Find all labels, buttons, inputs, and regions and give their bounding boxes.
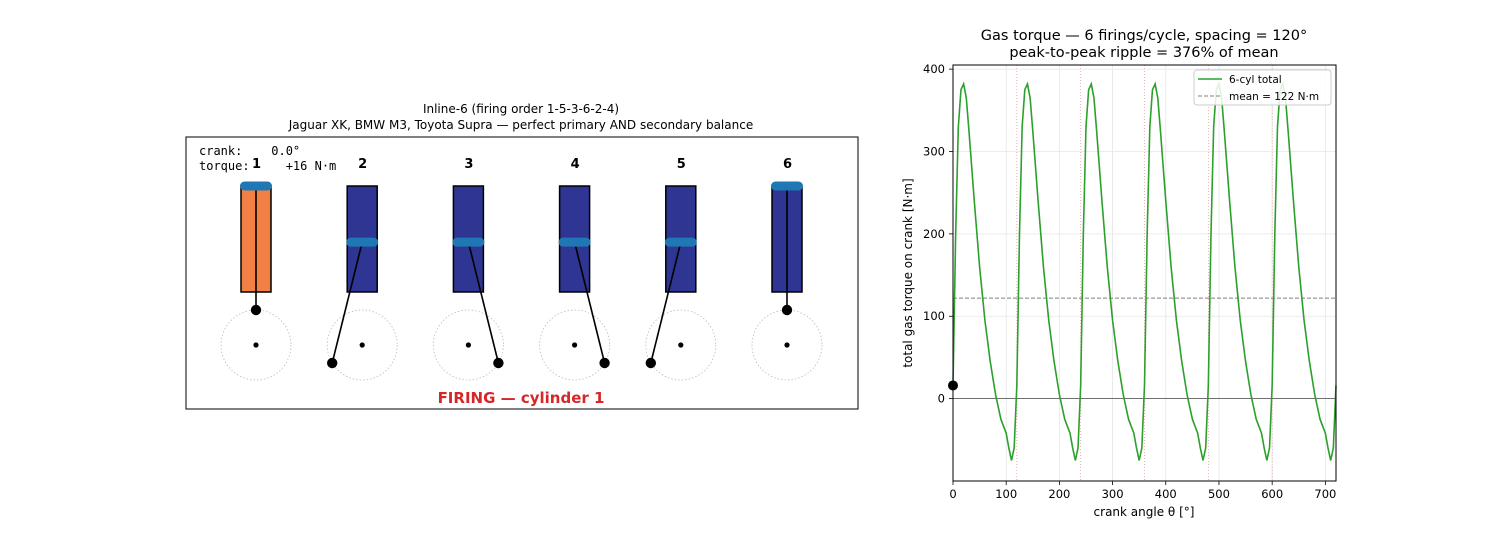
- legend-label-mean: mean = 122 N·m: [1229, 91, 1319, 103]
- crank-pin: [781, 304, 793, 316]
- x-tick-label: 700: [1314, 487, 1336, 501]
- connecting-rod: [573, 241, 606, 364]
- plot-area-frame: [952, 64, 1337, 482]
- piston: [240, 181, 272, 191]
- crank-readout: crank: 0.0°: [199, 144, 300, 158]
- x-tick-label: 400: [1155, 487, 1177, 501]
- torque-readout: torque: +16 N·m: [199, 159, 336, 173]
- crank-center: [572, 342, 578, 348]
- x-axis-ticks: 0 100 200 300 400 500 600 700: [949, 481, 1336, 501]
- piston: [558, 237, 591, 247]
- crank-center: [465, 342, 471, 348]
- crank-circle: [326, 309, 398, 381]
- engine-title-line1: Inline-6 (firing order 1-5-3-6-2-4): [423, 102, 619, 116]
- y-tick-label: 400: [923, 62, 945, 76]
- legend-box: [1193, 69, 1332, 106]
- crank-pin: [250, 304, 262, 316]
- connecting-rod: [331, 241, 363, 364]
- crank-pin: [645, 357, 656, 369]
- chart-title: Gas torque — 6 firings/cycle, spacing = …: [981, 28, 1307, 44]
- firing-status-text: FIRING — cylinder 1: [438, 389, 605, 407]
- cylinder-label: 3: [464, 157, 473, 172]
- cylinder-label: 4: [571, 157, 580, 172]
- crank-pin: [327, 357, 338, 369]
- crank-circle: [539, 309, 610, 381]
- y-tick-label: 100: [923, 309, 945, 323]
- y-tick-label: 300: [923, 144, 945, 158]
- cylinder-label: 6: [783, 157, 792, 172]
- piston: [664, 237, 697, 247]
- crank-pin: [599, 357, 610, 369]
- legend: 6-cyl total mean = 122 N·m: [1193, 69, 1332, 106]
- chart-subtitle: peak-to-peak ripple = 376% of mean: [1009, 45, 1278, 61]
- y-axis-ticks: 0 100 200 300 400: [923, 62, 953, 406]
- piston: [452, 237, 485, 247]
- engine-panel-frame: [185, 136, 859, 410]
- x-tick-label: 500: [1208, 487, 1230, 501]
- crank-pin: [493, 357, 504, 369]
- x-axis-label: crank angle θ [°]: [1094, 505, 1195, 519]
- firing-angle-lines: [952, 65, 1337, 481]
- legend-label-total: 6-cyl total: [1229, 74, 1282, 86]
- x-tick-label: 0: [949, 487, 956, 501]
- x-tick-label: 600: [1261, 487, 1283, 501]
- cylinder-label: 2: [358, 157, 367, 172]
- y-axis-label: total gas torque on crank [N·m]: [901, 178, 915, 367]
- x-tick-label: 300: [1102, 487, 1124, 501]
- connecting-rod: [467, 241, 500, 364]
- connecting-rod: [650, 241, 682, 364]
- crank-circle: [645, 309, 717, 381]
- crank-center: [359, 342, 365, 348]
- engine-cylinders: 1 2 3 4 5 6: [220, 157, 823, 381]
- x-tick-label: 100: [995, 487, 1017, 501]
- y-tick-label: 200: [923, 227, 945, 241]
- crank-circle: [432, 309, 504, 381]
- crank-center: [253, 342, 259, 348]
- crank-center: [784, 342, 790, 348]
- cylinder-label: 5: [677, 157, 686, 172]
- piston: [346, 237, 379, 247]
- cylinder-label: 1: [252, 157, 261, 172]
- x-tick-label: 200: [1048, 487, 1070, 501]
- y-tick-label: 0: [938, 392, 945, 406]
- engine-title-line2: Jaguar XK, BMW M3, Toyota Supra — perfec…: [288, 118, 753, 132]
- torque-series-line: [952, 81, 1337, 461]
- crank-center: [678, 342, 684, 348]
- piston: [771, 181, 803, 191]
